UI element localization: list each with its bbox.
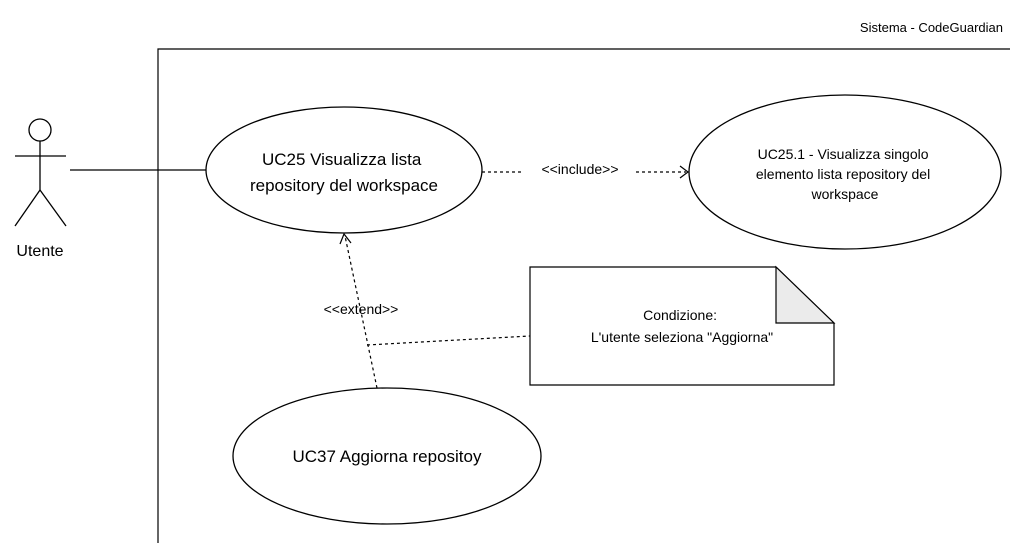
condition-note[interactable]: Condizione: L'utente seleziona "Aggiorna…: [529, 265, 836, 386]
include-label: <<include>>: [541, 161, 618, 177]
actor-head: [28, 118, 52, 142]
use-case-uc37-label: UC37 Aggiorna repositoy: [292, 447, 482, 466]
extend-relation: <<extend>>: [324, 232, 399, 389]
use-case-uc25-ellipse: [205, 106, 483, 234]
use-case-uc25-label: UC25 Visualizza lista repository del wor…: [250, 150, 438, 195]
note-anchor-line: [366, 335, 531, 346]
system-boundary: [157, 48, 1010, 543]
use-case-uc25-1[interactable]: UC25.1 - Visualizza singolo elemento lis…: [688, 94, 1002, 250]
use-case-uc25-line-2: repository del workspace: [250, 176, 438, 195]
include-arrowhead: [679, 165, 689, 179]
actor-right-leg: [39, 189, 67, 227]
use-case-uc25-1-line-1: UC25.1 - Visualizza singolo: [758, 146, 929, 162]
use-case-uc25-1-line-3: workspace: [811, 186, 879, 202]
system-title: Sistema - CodeGuardian: [860, 20, 1003, 35]
note-line-2: L'utente seleziona "Aggiorna": [591, 329, 773, 345]
note-body: [529, 266, 835, 386]
use-case-uc25[interactable]: UC25 Visualizza lista repository del wor…: [205, 106, 483, 234]
actor-label: Utente: [16, 243, 63, 260]
extend-arrowhead: [339, 232, 352, 245]
use-case-uc37[interactable]: UC37 Aggiorna repositoy: [232, 387, 542, 525]
use-case-uc37-ellipse: [232, 387, 542, 525]
use-case-uc25-line-1: UC25 Visualizza lista: [262, 150, 422, 169]
use-case-uc25-1-label: UC25.1 - Visualizza singolo elemento lis…: [756, 146, 934, 202]
actor-utente[interactable]: Utente: [14, 118, 67, 260]
extend-label: <<extend>>: [324, 301, 399, 317]
actor-left-leg: [14, 189, 41, 227]
extend-line: [344, 235, 378, 389]
note-fold: [775, 265, 836, 324]
note-line-1: Condizione:: [643, 307, 717, 323]
include-relation: <<include>>: [482, 161, 689, 179]
use-case-uc25-1-line-2: elemento lista repository del: [756, 166, 930, 182]
note-text: Condizione: L'utente seleziona "Aggiorna…: [591, 307, 773, 345]
